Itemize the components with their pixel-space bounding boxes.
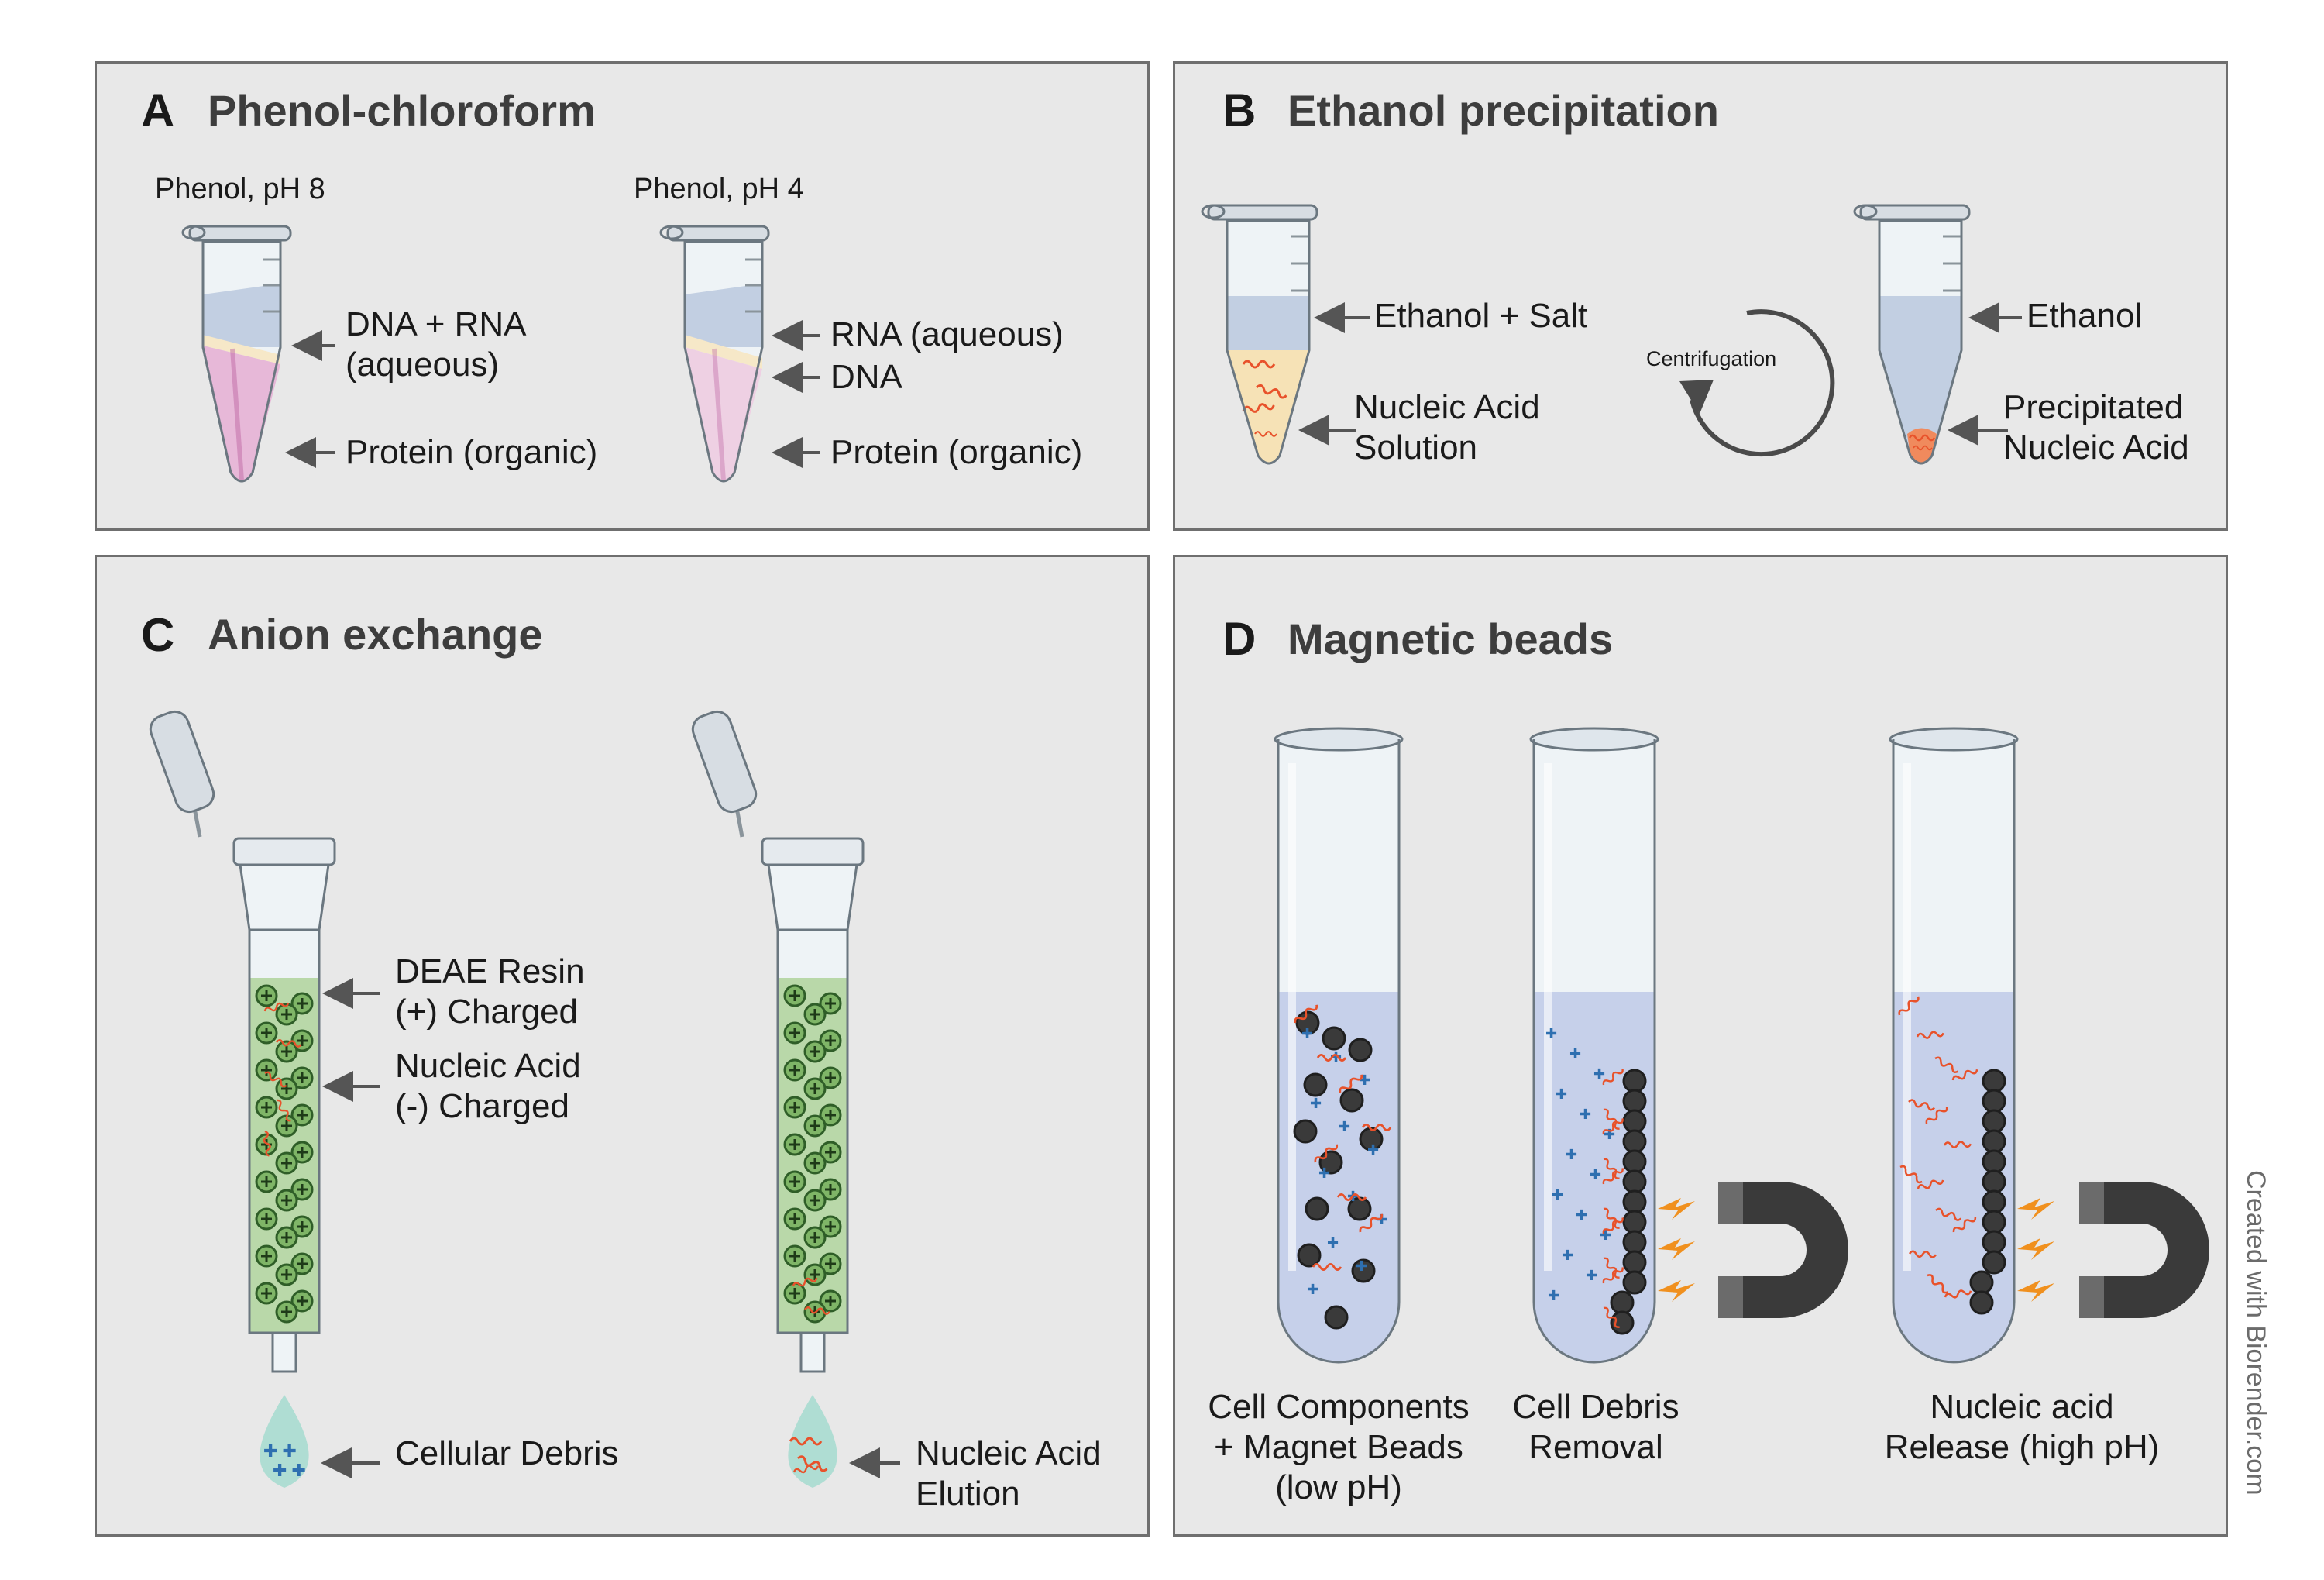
svg-text:✚: ✚ [1356, 1258, 1367, 1274]
tube-heading-ph4: Phenol, pH 4 [634, 173, 804, 205]
svg-text:✚: ✚ [1593, 1066, 1605, 1082]
label-ethanol: Ethanol [2027, 297, 2143, 335]
panel-letter-d: D [1222, 613, 1257, 665]
eppendorf-tube-ethanol [1853, 204, 1971, 465]
svg-text:✚: ✚ [1339, 1119, 1350, 1134]
svg-text:✚: ✚ [1580, 1107, 1591, 1122]
magnet-icon [1718, 1182, 1848, 1318]
panel-letter-a: A [141, 84, 175, 136]
svg-text:✚: ✚ [1327, 1235, 1339, 1251]
label-dna-rna-aqueous: DNA + RNA (aqueous) [346, 305, 527, 384]
svg-text:✚: ✚ [1556, 1086, 1567, 1102]
svg-text:✚: ✚ [1552, 1187, 1563, 1203]
tube-heading-ph8: Phenol, pH 8 [155, 173, 325, 205]
svg-text:✚: ✚ [1586, 1268, 1597, 1283]
label-ethanol-salt: Ethanol + Salt [1374, 297, 1588, 335]
droplet-cellular-debris: ✚ ✚ ✚ ✚ [260, 1395, 309, 1488]
label-precipitated-nucleic-acid: Precipitated Nucleic Acid [2003, 388, 2189, 466]
spin-column-1 [149, 710, 336, 1373]
label-rna-aqueous: RNA (aqueous) [830, 315, 1064, 353]
label-cellular-debris: Cellular Debris [395, 1434, 619, 1472]
svg-text:✚: ✚ [1566, 1147, 1577, 1162]
svg-text:✚: ✚ [1318, 1165, 1330, 1181]
centrifugation-arrow-icon [1679, 309, 1835, 457]
test-tube-1: ✚✚✚✚✚✚✚✚✚✚✚✚ [1274, 727, 1404, 1364]
label-protein-organic-ph4: Protein (organic) [830, 433, 1083, 471]
credit-text: Created with Biorender.com [2241, 1170, 2271, 1496]
panel-title-b: Ethanol precipitation [1287, 86, 1719, 135]
label-deae-resin: DEAE Resin (+) Charged [395, 952, 585, 1031]
svg-text:✚: ✚ [1367, 1142, 1379, 1158]
panel-c-arrows [321, 978, 900, 1478]
magnet-icon [2079, 1182, 2209, 1318]
svg-text:✚: ✚ [1548, 1288, 1559, 1303]
panel-letter-b: B [1222, 84, 1257, 136]
svg-text:✚: ✚ [1301, 1026, 1313, 1041]
svg-text:✚: ✚ [1590, 1167, 1601, 1182]
svg-text:✚: ✚ [1376, 1212, 1387, 1227]
eppendorf-tube-ethanol-salt [1201, 204, 1318, 465]
panel-letter-c: C [141, 609, 175, 661]
panel-title-c: Anion exchange [208, 610, 543, 659]
svg-text:✚ ✚: ✚ ✚ [263, 1441, 297, 1461]
svg-text:✚: ✚ [1576, 1207, 1587, 1223]
test-tube-2: ✚✚✚✚✚✚✚✚✚✚✚✚✚✚ [1529, 727, 1659, 1364]
svg-text:✚: ✚ [1569, 1046, 1581, 1062]
label-nucleic-acid-release: Nucleic acid Release (high pH) [1884, 1388, 2160, 1466]
panel-a-arrows [285, 320, 820, 468]
label-cell-components: Cell Components + Magnet Beads (low pH) [1208, 1388, 1470, 1506]
label-nucleic-acid-elution: Nucleic Acid Elution [916, 1434, 1102, 1513]
svg-text:✚: ✚ [1330, 1049, 1342, 1065]
droplet-nucleic-acid [788, 1395, 837, 1488]
panel-title-d: Magnetic beads [1287, 614, 1614, 663]
label-nucleic-acid-charged: Nucleic Acid (-) Charged [395, 1047, 581, 1125]
svg-text:✚: ✚ [1545, 1026, 1557, 1041]
label-dna: DNA [830, 358, 902, 396]
panel-ethanol-precipitation [1173, 61, 2228, 531]
panel-title-a: Phenol-chloroform [208, 86, 596, 135]
panel-b-arrows [1298, 302, 2022, 446]
svg-text:✚: ✚ [1562, 1248, 1573, 1263]
label-cell-debris-removal: Cell Debris Removal [1512, 1388, 1679, 1466]
svg-text:✚: ✚ [1307, 1282, 1318, 1297]
spin-column-2 [691, 710, 865, 1373]
label-nucleic-acid-solution: Nucleic Acid Solution [1354, 388, 1540, 466]
label-protein-organic: Protein (organic) [346, 433, 598, 471]
test-tube-3 [1889, 727, 2019, 1364]
svg-text:✚: ✚ [1310, 1096, 1322, 1111]
label-centrifugation: Centrifugation [1646, 347, 1777, 370]
eppendorf-tube-ph8 [181, 225, 292, 483]
svg-text:✚ ✚: ✚ ✚ [273, 1461, 306, 1480]
eppendorf-tube-ph4 [659, 225, 770, 483]
